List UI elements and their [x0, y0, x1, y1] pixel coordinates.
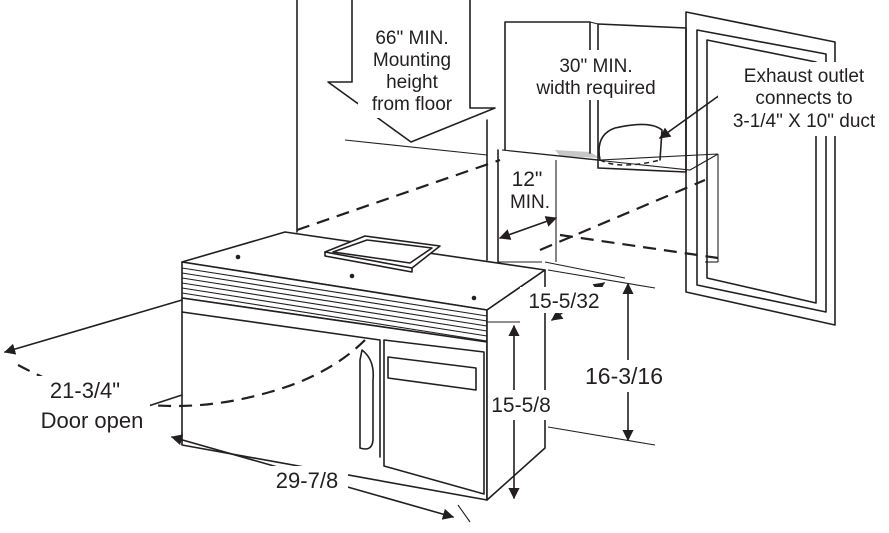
label-width-required: 30" MIN. width required: [535, 56, 655, 99]
wall-edge: [344, 119, 499, 263]
cabinet-depth-dimension: [498, 216, 558, 240]
label-door-open: 21-3/4" Door open: [41, 378, 144, 433]
svg-text:30" MIN.: 30" MIN.: [559, 56, 632, 77]
mounting-space: [296, 154, 719, 263]
svg-text:height: height: [386, 72, 438, 93]
label-depth: 15-5/32: [528, 290, 599, 313]
label-exhaust: Exhaust outlet connects to 3-1/4" X 10" …: [733, 66, 876, 132]
svg-text:width required: width required: [535, 78, 655, 99]
svg-text:Exhaust outlet: Exhaust outlet: [744, 66, 865, 87]
label-cabinet-depth: 12" MIN.: [510, 168, 550, 213]
svg-text:12": 12": [512, 168, 543, 191]
svg-text:connects to: connects to: [755, 88, 852, 109]
label-width: 29-7/8: [276, 468, 338, 493]
svg-text:Door open: Door open: [41, 408, 144, 433]
label-mounting-height: 66" MIN. Mounting height from floor: [372, 28, 453, 115]
svg-text:MIN.: MIN.: [510, 192, 550, 213]
label-overall-height: 16-3/16: [585, 363, 663, 389]
svg-text:Mounting: Mounting: [373, 50, 451, 71]
svg-text:from floor: from floor: [372, 94, 453, 115]
label-front-height: 15-5/8: [491, 394, 551, 417]
svg-text:21-3/4": 21-3/4": [50, 378, 120, 403]
cabinet-door: [685, 11, 836, 326]
svg-text:66" MIN.: 66" MIN.: [375, 28, 448, 49]
svg-text:3-1/4" X 10" duct: 3-1/4" X 10" duct: [733, 111, 876, 132]
microwave: [181, 231, 546, 501]
